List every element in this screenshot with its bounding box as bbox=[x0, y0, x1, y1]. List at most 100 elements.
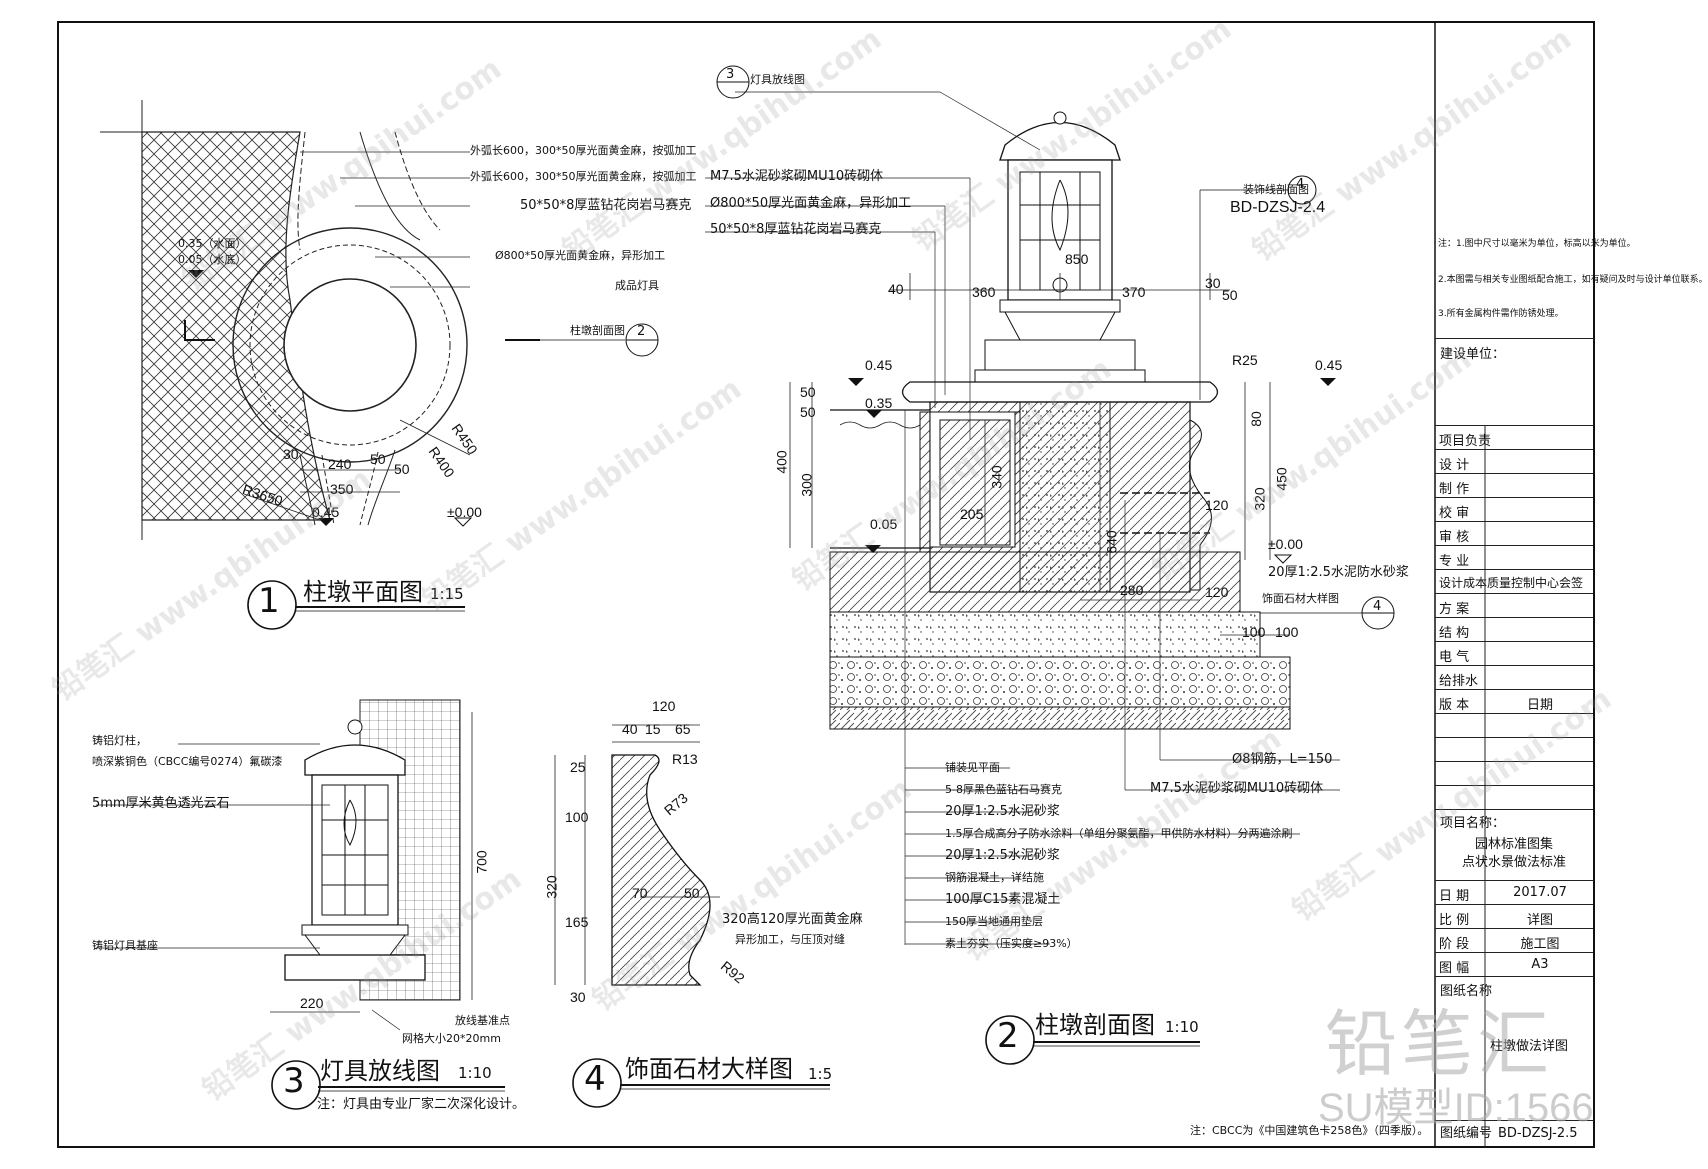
plan-note-2: 外弧长600，300*50厚光面黄金麻，按弧加工 bbox=[470, 170, 697, 183]
plan-level-zero: ±0.00 bbox=[447, 504, 482, 520]
section-dim: 0.35 bbox=[865, 395, 893, 411]
lamp-grid-size: 网格大小20*20mm bbox=[402, 1032, 501, 1045]
section-dim: 100 bbox=[1275, 624, 1299, 640]
tb-role-row: 校 审 bbox=[1435, 497, 1593, 522]
stone-scale: 1:5 bbox=[808, 1065, 833, 1083]
tb-discipline-row: 给排水 bbox=[1435, 665, 1593, 690]
lamp-scale: 1:10 bbox=[458, 1064, 492, 1082]
section-layer: 100厚C15素混凝土 bbox=[945, 892, 1061, 907]
section-dim: 50 bbox=[800, 404, 816, 420]
stone-detail-view bbox=[554, 724, 830, 1108]
tb-role-row: 设 计 bbox=[1435, 449, 1593, 474]
section-dim: ±0.00 bbox=[1268, 536, 1303, 552]
plan-level-ground: 0.45 bbox=[312, 504, 340, 520]
tb-blank-row bbox=[1435, 785, 1593, 810]
section-title-no: 2 bbox=[997, 1016, 1019, 1056]
stone-dim-top: 120 bbox=[652, 698, 676, 714]
lamp-title-no: 3 bbox=[283, 1061, 305, 1101]
section-stone-ref-no: 4 bbox=[1373, 599, 1382, 614]
stone-title: 饰面石材大样图 bbox=[625, 1055, 793, 1083]
section-rebar: Ø8钢筋，L=150 bbox=[1232, 752, 1333, 767]
section-dim: 0.05 bbox=[870, 516, 898, 532]
section-dim: 50 bbox=[800, 384, 816, 400]
tb-meta-row: 阶 段施工图 bbox=[1435, 928, 1593, 953]
section-layer: 1.5厚合成高分子防水涂料（单组分聚氨酯，甲供防水材料）分两遍涂刷 bbox=[945, 827, 1293, 840]
plan-title: 柱墩平面图 bbox=[303, 578, 423, 606]
section-dim: 100 bbox=[1242, 624, 1266, 640]
tb-note-3: 3.所有金属构件需作防锈处理。 bbox=[1438, 309, 1564, 319]
lamp-grid-note: 放线基准点 bbox=[455, 1014, 510, 1027]
section-layer: 5-8厚黑色蓝钻石马赛克 bbox=[945, 783, 1062, 796]
section-dim: 300 bbox=[798, 473, 815, 497]
tb-discipline-row: 方 案 bbox=[1435, 593, 1593, 618]
stone-dim-top: 40 bbox=[622, 721, 638, 737]
section-right-label: 20厚1:2.5水泥防水砂浆 bbox=[1268, 565, 1409, 580]
section-dim: 280 bbox=[1120, 582, 1144, 598]
section-right-label: 饰面石材大样图 bbox=[1262, 592, 1339, 605]
section-dim: 0.45 bbox=[1315, 357, 1343, 373]
section-title: 柱墩剖面图 bbox=[1035, 1011, 1155, 1039]
section-layer: 素土夯实（压实度≥93%） bbox=[945, 937, 1078, 950]
section-detail-ref-no: 4 bbox=[1296, 177, 1305, 192]
plan-note-3: 50*50*8厚蓝钻花岗岩马赛克 bbox=[520, 198, 692, 213]
stone-dim-top: 15 bbox=[645, 721, 661, 737]
stone-dim-side: 165 bbox=[565, 914, 589, 930]
tb-client-label: 建设单位： bbox=[1440, 347, 1506, 362]
lamp-label-1: 铸铝灯柱， bbox=[92, 734, 147, 747]
stone-inner-dim: 70 bbox=[632, 885, 648, 901]
tb-project-label: 项目名称： bbox=[1440, 816, 1506, 831]
plan-view bbox=[100, 100, 659, 630]
section-footnote: 注：CBCC为《中国建筑色卡258色》（四季版）。 bbox=[1190, 1124, 1429, 1137]
tb-company-row: 设计成本质量控制中心会签 bbox=[1435, 569, 1593, 594]
drawing-canvas bbox=[57, 21, 1595, 1148]
tb-discipline-row: 版 本日期 bbox=[1435, 689, 1593, 714]
lamp-label-4: 铸铝灯具基座 bbox=[92, 939, 158, 952]
plan-title-no: 1 bbox=[258, 581, 280, 621]
section-annotation: Ø800*50厚光面黄金麻，异形加工 bbox=[710, 196, 912, 211]
lamp-layout-view bbox=[96, 699, 505, 1110]
stone-dim-side: 320 bbox=[543, 875, 560, 899]
watermark-model-id: SU模型ID:1566 bbox=[1318, 1086, 1594, 1130]
section-layer: 20厚1:2.5水泥砂浆 bbox=[945, 848, 1060, 863]
section-dim: 400 bbox=[773, 450, 790, 474]
section-dim: 360 bbox=[972, 284, 996, 300]
section-dim: 640 bbox=[1103, 530, 1120, 554]
stone-dim-side: 30 bbox=[570, 989, 586, 1005]
drawing-sheet: 外弧长600，300*50厚光面黄金麻，按弧加工 外弧长600，300*50厚光… bbox=[46, 11, 1708, 1148]
section-dim: 30 bbox=[1205, 275, 1221, 291]
tb-blank-row bbox=[1435, 713, 1593, 738]
tb-note-1: 注：1.图中尺寸以毫米为单位，标高以米为单位。 bbox=[1438, 239, 1636, 249]
plan-dim: 350 bbox=[330, 481, 354, 497]
tb-drawing-name-label: 图纸名称 bbox=[1440, 984, 1493, 999]
section-dim: 370 bbox=[1122, 284, 1146, 300]
tb-drawing-name: 柱墩做法详图 bbox=[1490, 1039, 1569, 1054]
section-dim: 80 bbox=[1247, 411, 1264, 427]
plan-dim: 30 bbox=[283, 446, 299, 462]
section-dim: 205 bbox=[960, 506, 984, 522]
stone-material-1: 320高120厚光面黄金麻 bbox=[722, 912, 863, 927]
section-dim: 0.45 bbox=[865, 357, 893, 373]
section-dim: 50 bbox=[1222, 287, 1238, 303]
stone-dim-side: 25 bbox=[570, 759, 586, 775]
tb-project-name-1: 园林标准图集 bbox=[1475, 837, 1554, 852]
section-detail-ref-sheet: BD-DZSJ-2.4 bbox=[1230, 199, 1326, 216]
section-dim: 850 bbox=[1065, 251, 1089, 267]
stone-material-2: 异形加工，与压顶对缝 bbox=[735, 933, 845, 946]
stone-dim-side: 100 bbox=[565, 809, 589, 825]
section-annotation: M7.5水泥砂浆砌MU10砖砌体 bbox=[710, 169, 884, 184]
tb-note-2: 2.本图需与相关专业图纸配合施工，如有疑问及时与设计单位联系。 bbox=[1438, 275, 1708, 285]
watermark-brand: 铅笔汇 bbox=[1325, 1002, 1554, 1086]
tb-role-row: 项目负责 bbox=[1435, 425, 1593, 450]
section-dim: R25 bbox=[1232, 352, 1258, 368]
stone-dim-top: 65 bbox=[675, 721, 691, 737]
section-layer: 20厚1:2.5水泥砂浆 bbox=[945, 804, 1060, 819]
section-detail-ref-label: 装饰线剖面图 bbox=[1243, 183, 1309, 196]
stone-inner-dim: 50 bbox=[684, 885, 700, 901]
section-layer: 铺装见平面 bbox=[945, 761, 1000, 774]
plan-note-5: 成品灯具 bbox=[615, 279, 659, 292]
tb-meta-row: 比 例详图 bbox=[1435, 904, 1593, 929]
plan-scale: 1:15 bbox=[430, 585, 464, 603]
tb-blank-row bbox=[1435, 761, 1593, 786]
lamp-dim-width: 220 bbox=[300, 995, 324, 1011]
